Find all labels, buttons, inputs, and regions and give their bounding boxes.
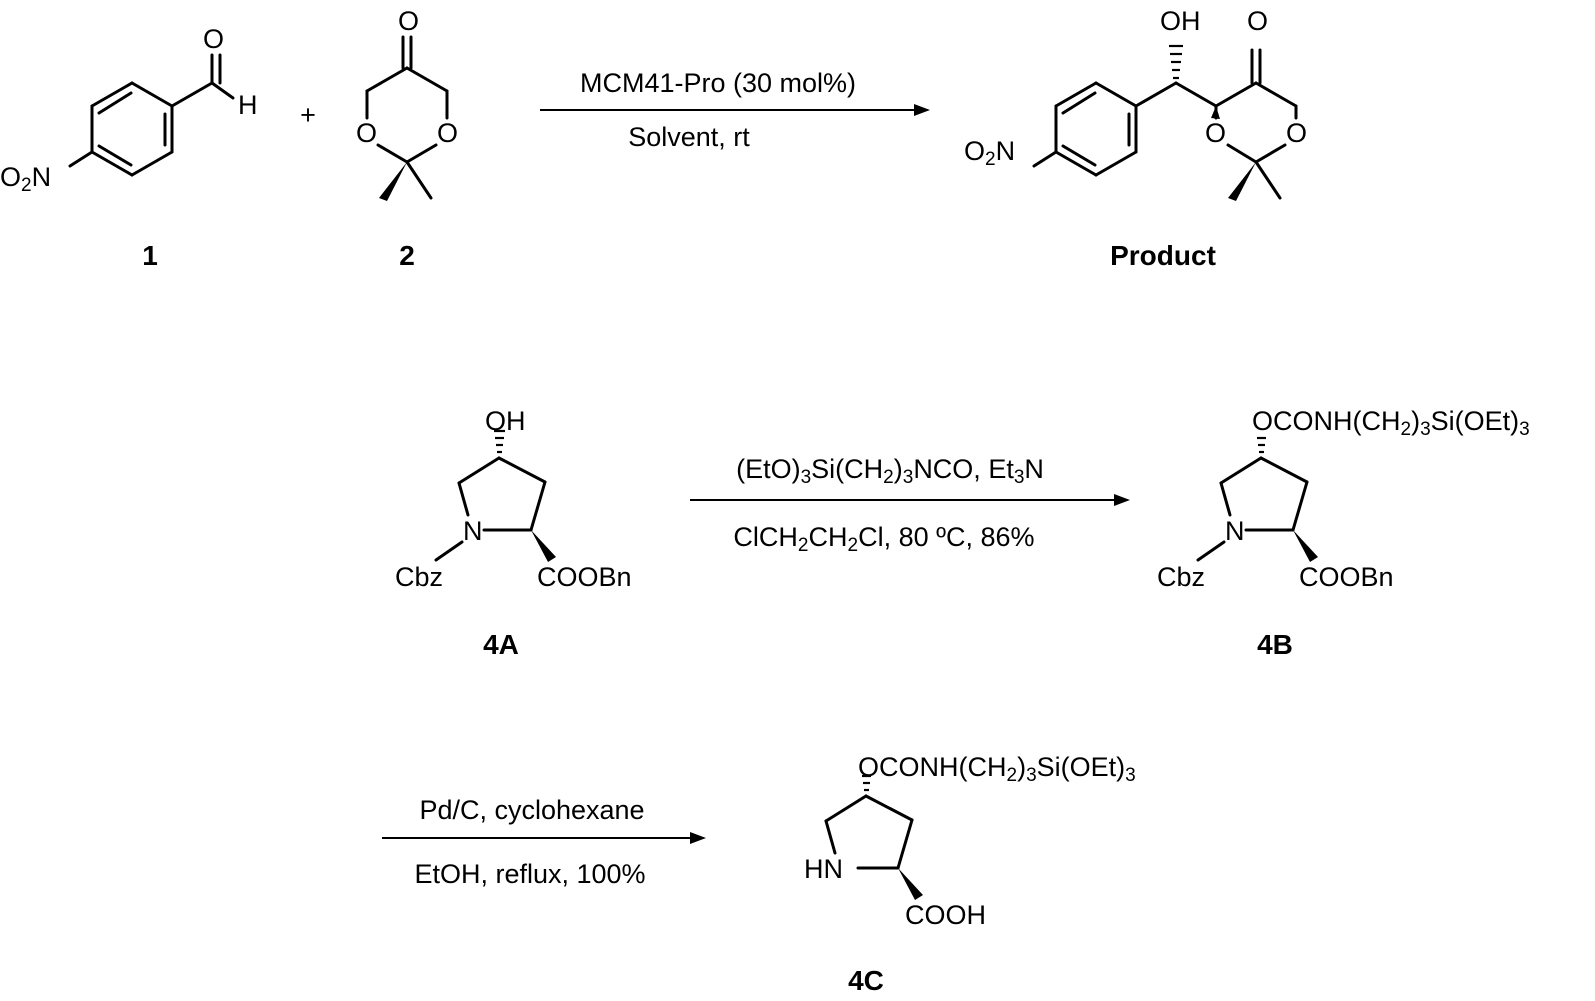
compound-label-4b: 4B (1257, 629, 1293, 660)
conditions-3-below: EtOH, reflux, 100% (414, 859, 645, 889)
atom-n-4b: N (1225, 516, 1245, 546)
compound-4b-structure (1196, 436, 1318, 562)
compound-label-product: Product (1110, 240, 1216, 271)
conditions-2-above: (EtO)3Si(CH2)3NCO, Et3N (736, 454, 1044, 488)
compound-4a-structure (434, 429, 556, 562)
group-cooh-4c: COOH (905, 900, 986, 930)
benzene-ring-product (1054, 81, 1138, 177)
group-coobn-4a: COOBn (537, 562, 632, 592)
compound-label-4c: 4C (848, 965, 884, 996)
compound-label-2: 2 (399, 240, 415, 271)
compound-1-structure (68, 53, 235, 177)
group-carbamate-4c: OCONH(CH2)3Si(OEt)3 (858, 752, 1136, 786)
conditions-1-below: Solvent, rt (628, 122, 750, 152)
compound-2-structure (365, 35, 449, 201)
atom-o-ring-left-2: O (356, 118, 377, 148)
group-carbamate-4b: OCONH(CH2)3Si(OEt)3 (1252, 406, 1530, 440)
atom-o-ring-left-product: O (1205, 118, 1226, 148)
arrowhead-2 (1114, 494, 1130, 506)
conditions-3-above: Pd/C, cyclohexane (419, 795, 644, 825)
plus-sign: + (300, 100, 316, 130)
compound-label-4a: 4A (483, 629, 519, 660)
product-structure (1032, 44, 1298, 201)
atom-oh-product: OH (1160, 6, 1201, 36)
benzene-ring (90, 81, 174, 177)
compound-label-1: 1 (142, 240, 158, 271)
conditions-1-above: MCM41-Pro (30 mol%) (580, 68, 856, 98)
group-cbz-4a: Cbz (395, 562, 443, 592)
arrowhead-3 (690, 832, 706, 844)
conditions-2-below: ClCH2CH2Cl, 80 ºC, 86% (733, 522, 1034, 556)
atom-o-aldehyde: O (203, 24, 224, 54)
arrowhead-1 (914, 104, 930, 116)
atom-nitro-product: O2N (964, 136, 1015, 170)
atom-o-ring-right-2: O (437, 118, 458, 148)
atom-n-4a: N (463, 516, 483, 546)
compound-4c-structure (824, 774, 923, 900)
atom-o-ring-right-product: O (1286, 118, 1307, 148)
group-coobn-4b: COOBn (1299, 562, 1394, 592)
atom-nitro-1: O2N (0, 162, 51, 196)
atom-o-ketone-2: O (398, 6, 419, 36)
atom-oh-4a: OH (485, 406, 526, 436)
aldehyde-c-bond (170, 81, 214, 108)
atom-hn-4c: HN (804, 854, 843, 884)
atom-h-aldehyde: H (238, 90, 258, 120)
atom-o-ketone-product: O (1247, 6, 1268, 36)
group-cbz-4b: Cbz (1157, 562, 1205, 592)
